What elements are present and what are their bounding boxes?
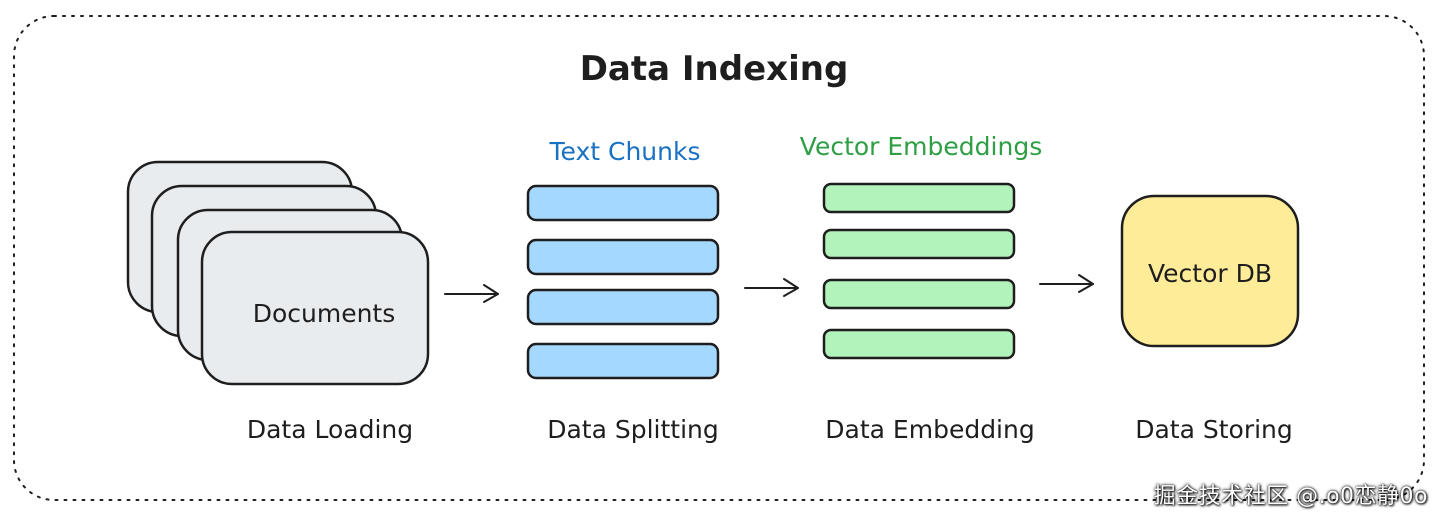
vector-embeddings-list bbox=[822, 182, 1016, 360]
vector-embeddings-header: Vector Embeddings bbox=[800, 132, 1042, 161]
documents-stack: Documents bbox=[126, 160, 430, 386]
text-chunks-list bbox=[526, 184, 720, 380]
arrow-loading-to-splitting bbox=[444, 284, 499, 303]
embedding-bar bbox=[822, 182, 1016, 214]
arrow-embedding-to-storing bbox=[1039, 274, 1094, 293]
embedding-bar bbox=[822, 328, 1016, 360]
arrow-splitting-to-embedding bbox=[744, 278, 799, 297]
text-chunk-bar bbox=[526, 342, 720, 380]
vector-db-box bbox=[1120, 194, 1300, 348]
stage-label-embedding: Data Embedding bbox=[825, 415, 1034, 444]
embedding-bar bbox=[822, 228, 1016, 260]
text-chunk-bar bbox=[526, 288, 720, 326]
vector-db-node: Vector DB bbox=[1120, 194, 1300, 348]
vector-db-label: Vector DB bbox=[1148, 259, 1272, 288]
stage-label-storing: Data Storing bbox=[1135, 415, 1293, 444]
diagram-title: Data Indexing bbox=[580, 49, 849, 89]
text-chunk-bar bbox=[526, 238, 720, 276]
embedding-bar bbox=[822, 278, 1016, 310]
text-chunk-bar bbox=[526, 184, 720, 222]
documents-label: Documents bbox=[253, 299, 396, 328]
text-chunks-header: Text Chunks bbox=[548, 137, 700, 166]
document-card-front bbox=[200, 230, 430, 386]
outer-dotted-frame bbox=[13, 15, 1425, 501]
stage-label-loading: Data Loading bbox=[247, 415, 413, 444]
watermark-text: 掘金技术社区 @.o0恋静0o bbox=[1153, 484, 1428, 509]
stage-label-splitting: Data Splitting bbox=[547, 415, 719, 444]
